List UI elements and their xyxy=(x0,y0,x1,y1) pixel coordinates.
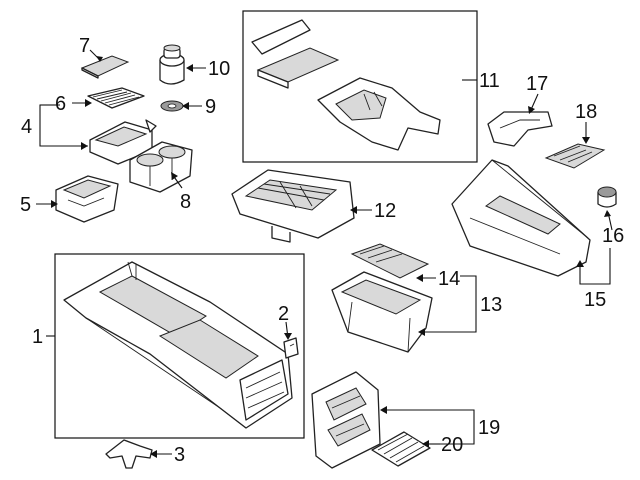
part-5-tray xyxy=(55,175,119,223)
part-1-console xyxy=(63,261,293,429)
part-11-cover xyxy=(251,19,441,151)
part-13-bin xyxy=(331,271,433,353)
callout-2: 2 xyxy=(278,303,289,325)
part-17-trim xyxy=(487,111,553,147)
part-15-armrest xyxy=(451,159,591,277)
callout-11: 11 xyxy=(479,70,500,92)
part-6-liner xyxy=(87,87,145,109)
callout-10: 10 xyxy=(208,58,230,80)
part-12-insert xyxy=(231,169,355,243)
callout-4: 4 xyxy=(21,116,32,138)
part-3-bracket xyxy=(105,439,153,469)
callout-15: 15 xyxy=(584,289,606,311)
callout-8: 8 xyxy=(180,191,191,213)
part-18-plate xyxy=(544,143,606,169)
callout-1: 1 xyxy=(32,326,43,348)
frame-11 xyxy=(242,10,478,163)
callout-6: 6 xyxy=(55,93,66,115)
callout-14: 14 xyxy=(438,268,460,290)
callout-3: 3 xyxy=(174,444,185,466)
callout-18: 18 xyxy=(575,101,597,123)
frame-1 xyxy=(54,253,305,439)
callout-19: 19 xyxy=(478,417,500,439)
part-19-panel xyxy=(311,371,381,469)
part-4-tray xyxy=(89,119,157,165)
callout-9: 9 xyxy=(205,96,216,118)
callout-5: 5 xyxy=(20,194,31,216)
part-9-washer xyxy=(160,100,184,112)
callout-17: 17 xyxy=(526,73,548,95)
part-16-bin xyxy=(597,186,617,208)
callout-7: 7 xyxy=(79,35,90,57)
part-2-clip xyxy=(283,337,299,359)
callout-13: 13 xyxy=(480,294,502,316)
callout-20: 20 xyxy=(441,434,463,456)
callout-16: 16 xyxy=(602,225,624,247)
callout-12: 12 xyxy=(374,200,396,222)
part-14-mat xyxy=(350,243,430,279)
part-20-mat xyxy=(371,431,431,467)
part-10-cup xyxy=(159,44,185,85)
part-7-mat xyxy=(80,55,130,79)
